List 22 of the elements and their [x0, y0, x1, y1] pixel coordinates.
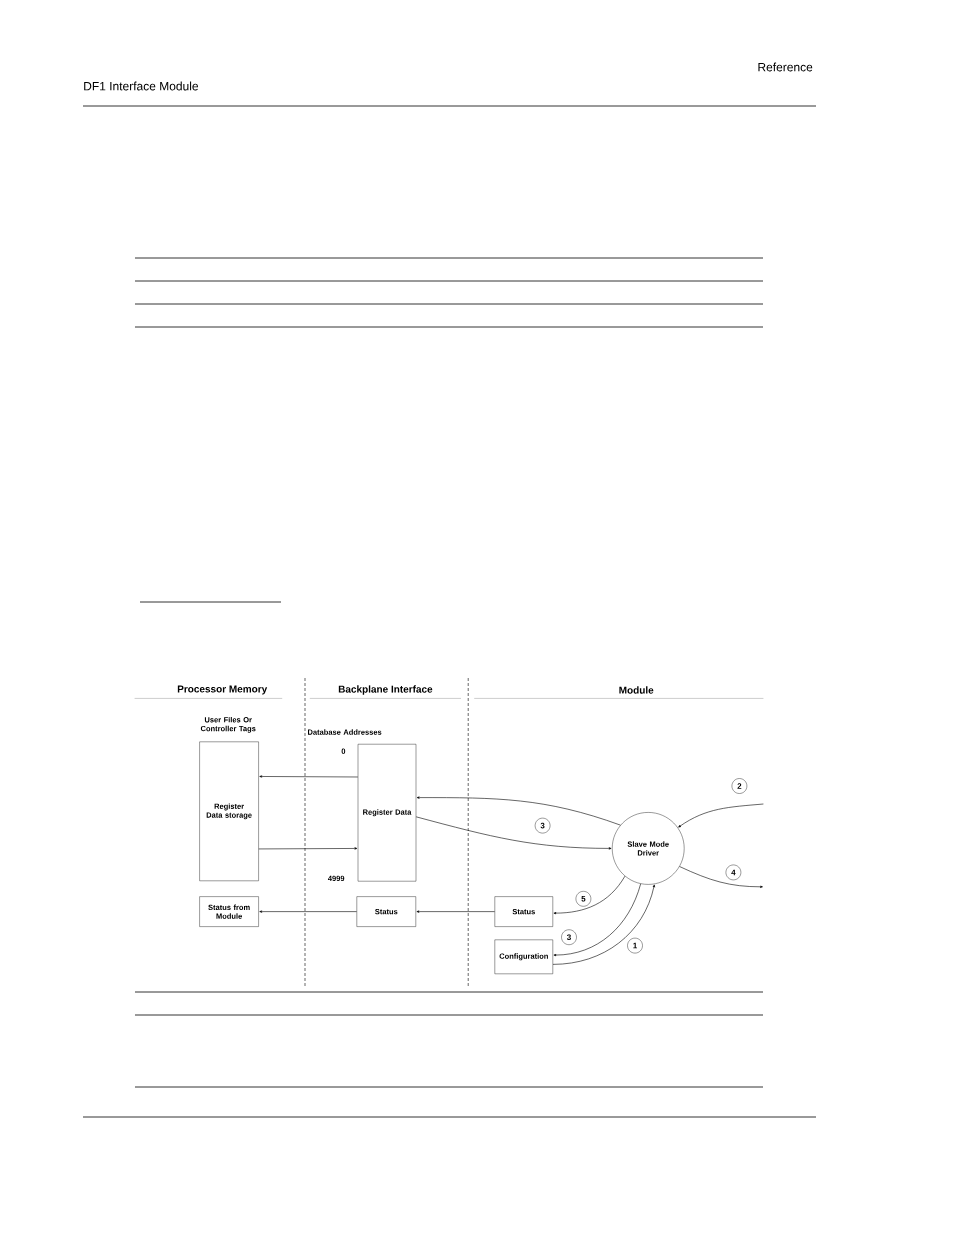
arrow	[552, 884, 655, 965]
arrow	[553, 875, 626, 915]
header-text: DF1 Interface Module	[84, 81, 199, 91]
column-heading: Processor Memory	[177, 685, 268, 695]
arrow	[553, 883, 641, 957]
step-number: 3	[561, 929, 577, 945]
step-number: 2	[731, 778, 748, 794]
step-number: 3	[534, 817, 551, 834]
step-number: 1	[627, 937, 643, 954]
step-number: 5	[575, 891, 592, 907]
column-heading: Backplane Interface	[338, 685, 433, 695]
arrow	[415, 816, 612, 850]
arrow	[416, 796, 621, 826]
arrow	[259, 775, 359, 778]
arrow	[258, 847, 358, 850]
arrow	[416, 910, 495, 913]
column-heading: Module	[619, 686, 654, 694]
arrow	[679, 866, 763, 888]
arrow	[678, 803, 764, 828]
arrow	[259, 910, 357, 913]
header-text: Reference	[758, 62, 813, 72]
step-number: 4	[725, 864, 742, 881]
